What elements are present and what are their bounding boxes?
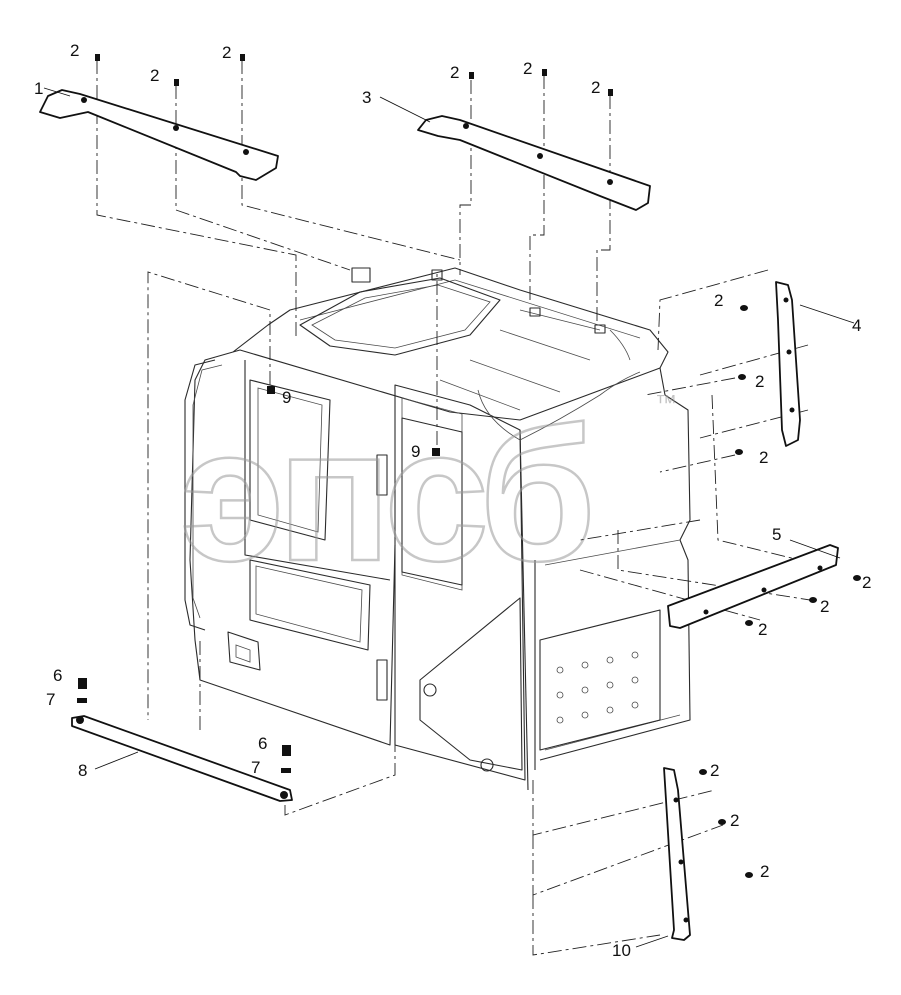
part-3-roof-cover-right <box>417 115 651 211</box>
callout-4: 4 <box>852 316 861 335</box>
callout-6b: 6 <box>258 734 267 753</box>
callout-5: 5 <box>772 525 781 544</box>
callout-2: 2 <box>862 573 871 592</box>
callout-8: 8 <box>78 761 87 780</box>
part-1-roof-cover-left <box>39 89 279 181</box>
callout-6a: 6 <box>53 666 62 685</box>
callout-2: 2 <box>820 597 829 616</box>
callout-2: 2 <box>523 59 532 78</box>
watermark-trademark: ™ <box>655 390 677 415</box>
callout-3: 3 <box>362 88 371 107</box>
callout-2: 2 <box>150 66 159 85</box>
callout-10: 10 <box>612 941 631 960</box>
callout-9a: 9 <box>282 388 291 407</box>
part-4-side-trim <box>775 281 801 447</box>
callout-2: 2 <box>730 811 739 830</box>
part-10-vertical-trim <box>663 767 691 941</box>
cab-body <box>184 267 691 791</box>
part-5-lower-trim <box>667 544 839 629</box>
callout-9b: 9 <box>411 442 420 461</box>
callout-2: 2 <box>760 862 769 881</box>
callout-2: 2 <box>591 78 600 97</box>
part-8-bottom-rail <box>71 715 293 802</box>
callout-2: 2 <box>759 448 768 467</box>
callout-2: 2 <box>450 63 459 82</box>
watermark-text: эпсб <box>180 389 589 601</box>
callout-2: 2 <box>70 41 79 60</box>
callout-2: 2 <box>710 761 719 780</box>
callout-7a: 7 <box>46 690 55 709</box>
callout-1: 1 <box>34 79 43 98</box>
callout-2: 2 <box>222 43 231 62</box>
leader-lines <box>43 87 855 948</box>
callout-7b: 7 <box>251 758 260 777</box>
callout-labels: 1 3 4 5 6 7 8 6 7 9 9 10 2 2 2 2 2 2 2 2… <box>34 41 871 960</box>
callout-2: 2 <box>755 372 764 391</box>
watermark: эпсб ™ <box>179 388 677 603</box>
callout-2: 2 <box>758 620 767 639</box>
fasteners <box>77 54 861 878</box>
callout-2: 2 <box>714 291 723 310</box>
